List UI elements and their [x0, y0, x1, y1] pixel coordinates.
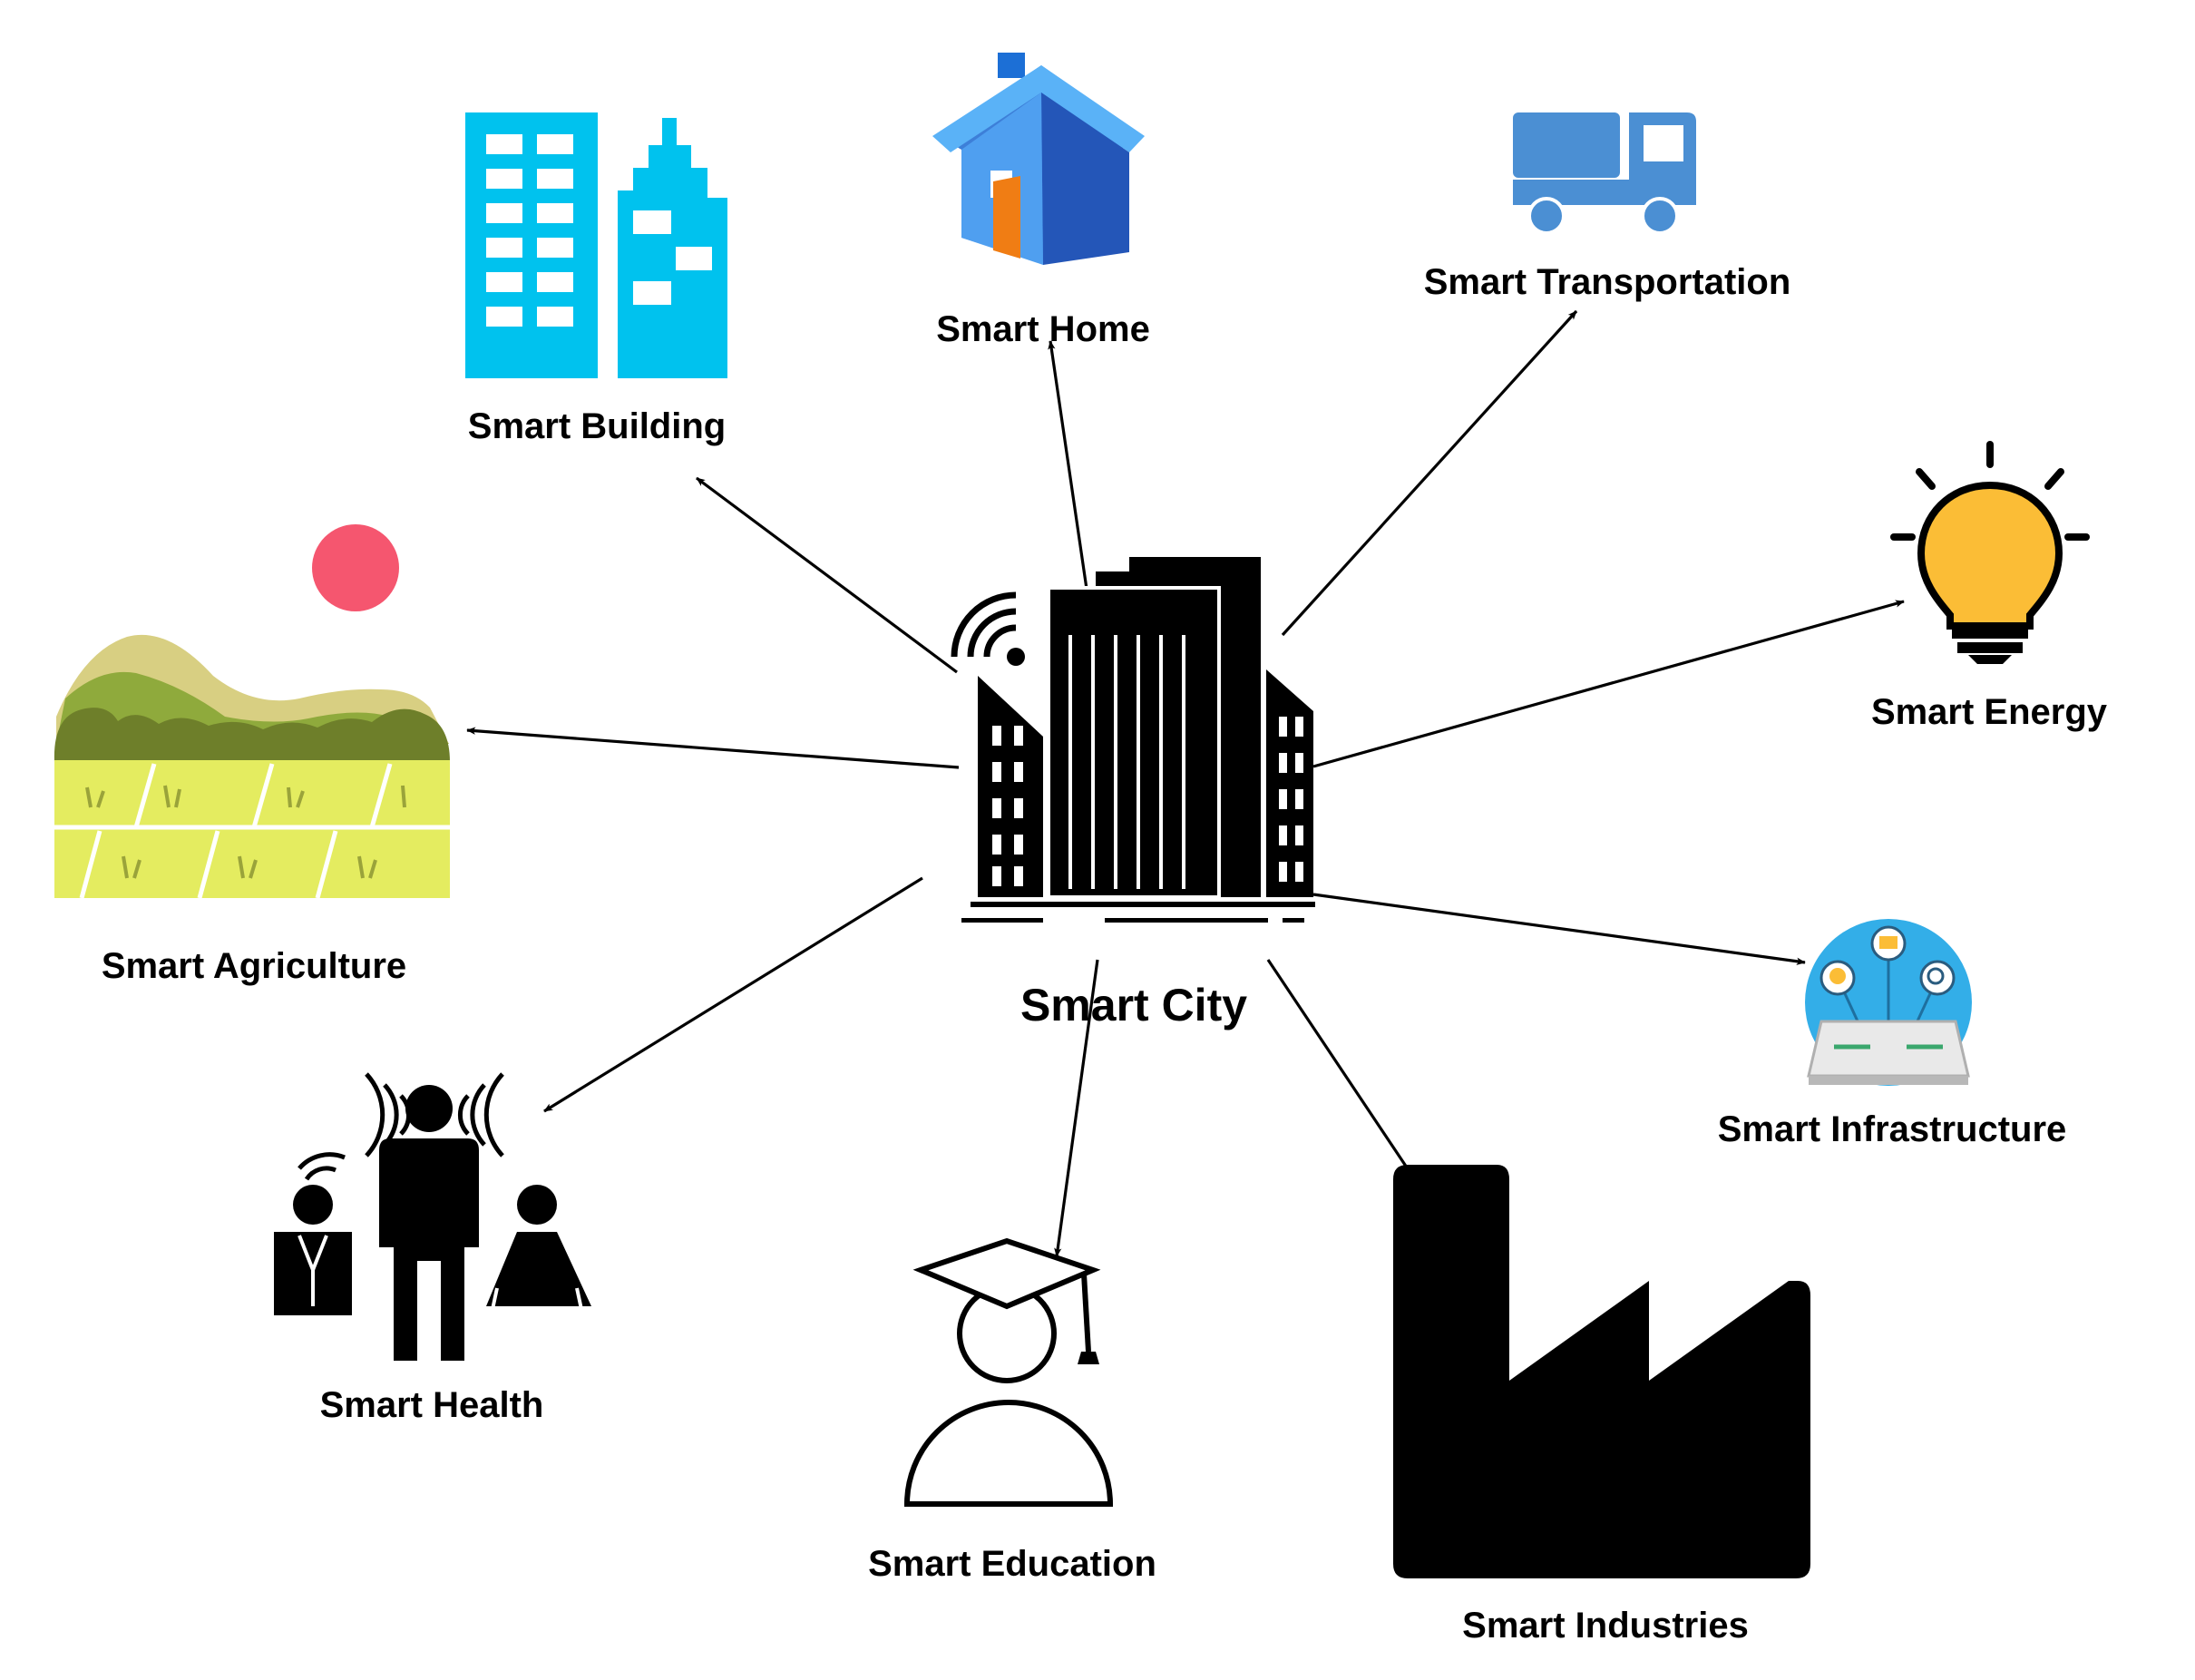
- smart-agriculture-node: Smart Agriculture: [54, 524, 450, 986]
- smart-health-node: Smart Health: [274, 1072, 591, 1425]
- truck-icon: [1513, 112, 1696, 235]
- smart-home-node: Smart Home: [932, 53, 1150, 349]
- smart-city-buildings-icon: [951, 557, 1315, 923]
- light-bulb-icon: [1890, 441, 2090, 664]
- office-buildings-icon: [465, 112, 727, 378]
- edge-transportation: [1281, 309, 1578, 637]
- smart-infrastructure-node: Smart Infrastructure: [1718, 919, 2067, 1149]
- smart-city-label: Smart City: [1020, 980, 1247, 1030]
- farm-field-icon: [54, 524, 450, 899]
- edge-agriculture: [466, 727, 960, 769]
- smart-building-node: Smart Building: [465, 112, 727, 446]
- smart-transportation-node: Smart Transportation: [1424, 112, 1791, 302]
- smart-education-node: Smart Education: [868, 1237, 1156, 1584]
- smart-industries-node: Smart Industries: [1393, 1165, 1810, 1646]
- healthcare-people-icon: [274, 1072, 591, 1361]
- edge-infrastructure: [1312, 893, 1806, 965]
- smart-building-label: Smart Building: [468, 406, 726, 446]
- smart-education-label: Smart Education: [868, 1544, 1156, 1584]
- smart-home-label: Smart Home: [936, 309, 1150, 349]
- edge-education: [1054, 959, 1099, 1257]
- smart-energy-label: Smart Energy: [1871, 692, 2108, 732]
- smart-industries-label: Smart Industries: [1462, 1606, 1749, 1646]
- factory-icon: [1393, 1165, 1810, 1578]
- graduate-student-icon: [903, 1237, 1114, 1507]
- infrastructure-network-icon: [1805, 919, 1972, 1086]
- smart-transportation-label: Smart Transportation: [1424, 262, 1791, 302]
- smart-agriculture-label: Smart Agriculture: [102, 946, 406, 986]
- edge-energy: [1312, 600, 1905, 768]
- edges: [466, 309, 1905, 1257]
- smart-energy-node: Smart Energy: [1871, 441, 2108, 732]
- house-icon: [932, 53, 1145, 265]
- smart-city-node: Smart City: [951, 557, 1315, 1030]
- edge-industries: [1266, 959, 1410, 1171]
- edge-health: [543, 876, 923, 1113]
- edge-home: [1048, 340, 1089, 596]
- edge-building: [696, 476, 958, 674]
- smart-infrastructure-label: Smart Infrastructure: [1718, 1109, 2067, 1149]
- smart-health-label: Smart Health: [320, 1385, 544, 1425]
